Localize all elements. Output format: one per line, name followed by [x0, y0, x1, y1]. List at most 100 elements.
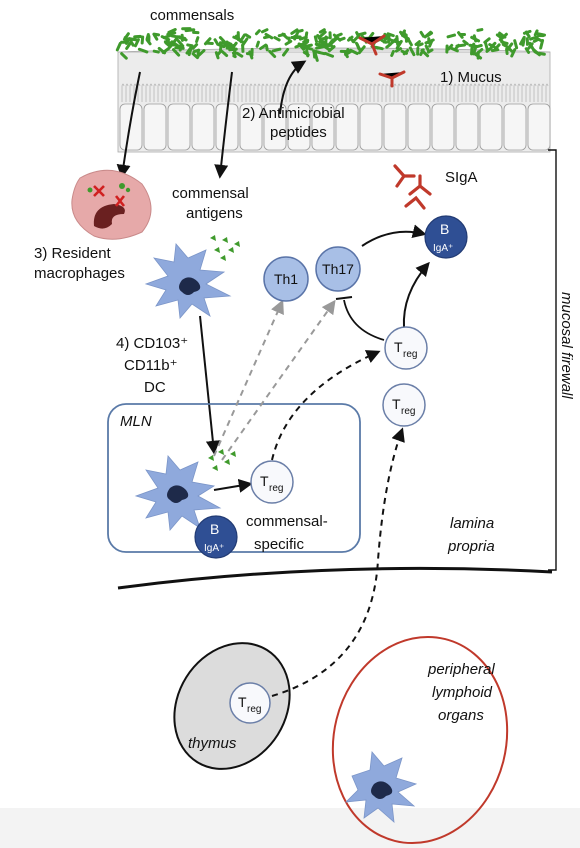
bacterium [273, 36, 281, 42]
lamina-treg-cell-upper: T reg [384, 326, 428, 370]
epithelial-cell [311, 103, 335, 151]
microvillus [185, 83, 189, 102]
bacterium [382, 34, 389, 44]
microvillus [377, 83, 381, 102]
microvillus [445, 83, 449, 102]
bacterium [449, 46, 459, 53]
epithelial-cell [287, 103, 311, 151]
bacterium [313, 51, 319, 62]
bacterium [402, 48, 410, 56]
microvillus [313, 83, 317, 102]
bacterium [218, 41, 230, 45]
microvillus [541, 83, 545, 102]
bacterium [264, 32, 274, 40]
microvillus [189, 83, 193, 102]
microvillus [141, 83, 145, 102]
dc-to-th17-arrow [221, 299, 336, 461]
commensal-antigens-label-line1: commensal [172, 185, 249, 202]
bacterium [157, 46, 167, 55]
microvillus [465, 83, 469, 102]
bacterium [115, 41, 122, 52]
dc-label-line3: DC [144, 379, 166, 396]
bacterium [302, 50, 310, 57]
bacterium [313, 35, 319, 44]
commensal-to-macrophage-arrow [116, 71, 141, 179]
bacterium [290, 28, 299, 35]
epithelial-cell [527, 103, 551, 151]
microvillus [169, 83, 173, 102]
microvillus [245, 83, 249, 102]
bacterium [120, 52, 128, 60]
bacterium [322, 45, 332, 52]
bacterium [406, 37, 413, 47]
dc-label-line2: CD11b⁺ [124, 357, 178, 374]
bacterium [163, 40, 174, 45]
siga-in-mucus [358, 34, 406, 88]
microvillus [345, 83, 349, 102]
bacterium [344, 48, 350, 56]
bacterium [423, 30, 433, 39]
bacterium [394, 47, 403, 53]
microvillus [365, 83, 369, 102]
bacterium [408, 46, 416, 57]
bacterium [490, 41, 497, 49]
microvillus [357, 83, 361, 102]
microvillus [297, 83, 301, 102]
bacterium [205, 41, 214, 45]
bacterium [524, 47, 531, 54]
microvillus [165, 83, 169, 102]
svg-text:T: T [394, 339, 403, 355]
bacterium [192, 30, 200, 35]
thymus-to-treg-arrow [271, 427, 405, 697]
bacterium [385, 42, 393, 49]
bacterium [315, 45, 325, 50]
bacterium [268, 49, 277, 59]
epithelial-cell [119, 103, 143, 151]
bacterium [470, 42, 476, 50]
bacterium [191, 43, 199, 50]
bacterium [446, 33, 457, 39]
microvillus [321, 83, 325, 102]
bottom-strip [0, 808, 580, 848]
bacterium [351, 34, 360, 44]
bacterium [419, 30, 425, 38]
microvillus [521, 83, 525, 102]
microvillus [325, 83, 329, 102]
bacterium [302, 40, 310, 46]
epithelial-cell [191, 103, 215, 151]
mln-label: MLN [120, 413, 152, 430]
microvillus [253, 83, 257, 102]
microvillus [333, 83, 337, 102]
epithelial-cell [263, 103, 287, 151]
microvillus [221, 83, 225, 102]
bacterium [235, 51, 244, 58]
resident-macrophage [71, 169, 152, 240]
bacterium [323, 51, 335, 58]
microvillus [397, 83, 401, 102]
microvillus [125, 83, 129, 102]
bacterium [495, 33, 503, 40]
bacterium [171, 48, 181, 57]
bacterium [284, 39, 293, 46]
microvillus [129, 83, 133, 102]
bacterium [254, 29, 261, 36]
bacterium [166, 31, 177, 36]
bacterium [214, 51, 220, 60]
microvillus [493, 83, 497, 102]
bacterium [185, 45, 193, 55]
bacterium [297, 42, 306, 48]
epithelium [117, 47, 551, 153]
bacterium [181, 27, 192, 31]
bacterium [225, 46, 234, 50]
bacterium [195, 36, 200, 44]
treg-to-b-arrow [402, 261, 430, 329]
microvillus [505, 83, 509, 102]
amp-arrow [279, 60, 307, 115]
lamina-treg-cell-lower: T reg [382, 383, 426, 427]
bacterium [537, 33, 545, 38]
dc-to-th1-arrow [213, 299, 284, 457]
microvillus [289, 83, 293, 102]
microvillus [217, 83, 221, 102]
bacterium [186, 43, 194, 48]
bacterium [277, 32, 286, 38]
